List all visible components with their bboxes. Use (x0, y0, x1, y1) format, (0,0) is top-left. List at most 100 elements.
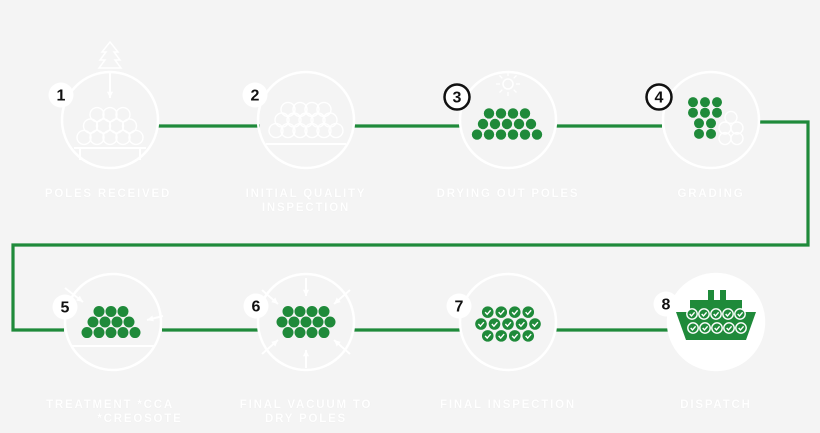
pole-end (76, 129, 92, 146)
pole-end (712, 107, 722, 118)
pole-end (481, 306, 494, 318)
check-mark (525, 309, 532, 316)
step-8-label: DISPATCH (626, 398, 806, 412)
pole-end (115, 106, 131, 123)
pole-end (688, 107, 698, 118)
step-1-badge: 1 (48, 82, 74, 108)
check-mark (690, 325, 697, 332)
pole-end (507, 108, 519, 119)
green-logs-graded-icon (688, 97, 744, 146)
check-mark (484, 309, 492, 316)
pole-end (475, 318, 487, 330)
pole-end (711, 322, 723, 334)
sun-ray (499, 75, 503, 79)
pole-end (312, 316, 324, 328)
pole-end (694, 128, 704, 139)
step-7-label: FINAL INSPECTION (418, 398, 598, 412)
pole-end (495, 108, 507, 119)
check-mark (714, 325, 721, 332)
pole-end (722, 308, 734, 320)
pole-end (280, 122, 296, 139)
pole-end (706, 128, 716, 139)
pole-end (519, 129, 531, 140)
pole-end (698, 308, 710, 320)
vacuum-arrow-icon-head (334, 340, 341, 347)
pole-end (306, 327, 318, 339)
pole-end (489, 118, 501, 130)
ship-icon (676, 290, 756, 340)
step-1-number: 1 (57, 88, 66, 105)
step-4-label-line-1: GRADING (677, 188, 745, 200)
step-4-label: GRADING (621, 187, 801, 201)
step-circles (60, 70, 766, 372)
pole-end (89, 129, 105, 146)
pole-end (488, 318, 501, 330)
down-arrow-icon-head (106, 91, 114, 98)
step-3-label: DRYING OUT POLES (418, 187, 598, 201)
pole-end (108, 118, 125, 134)
step-3-badge: 3 (443, 83, 471, 111)
spray-arrow-icon-head (147, 315, 154, 322)
pole-end (105, 327, 117, 339)
spray-arrow-icon-head (76, 295, 83, 302)
pole-end (292, 122, 308, 139)
stacked-logs-outline-icon (266, 101, 346, 145)
pole-end (694, 118, 704, 129)
pole-end (87, 316, 99, 328)
step-2-number: 2 (251, 88, 260, 105)
sun-ray (513, 89, 517, 93)
step-8-number: 8 (662, 297, 671, 314)
step-7-label-line-1: FINAL INSPECTION (440, 399, 576, 411)
pole-end (300, 316, 312, 328)
step-8-badge: 8 (653, 291, 679, 317)
check-mark (689, 311, 696, 318)
pole-end (477, 118, 489, 130)
pole-end (495, 306, 508, 318)
step-1-label-line-1: POLES RECEIVED (44, 188, 172, 200)
check-mark (504, 321, 512, 328)
pole-end (129, 327, 141, 339)
pole-end (529, 318, 541, 330)
step-2-label-line-1: INITIAL QUALITY (245, 188, 367, 200)
vacuum-arrow-icon-head (334, 297, 341, 304)
pole-end (117, 327, 129, 339)
step-badge-circle (446, 293, 472, 319)
sun-ray (513, 75, 517, 79)
pole-end (288, 316, 300, 328)
pole-end (522, 330, 535, 342)
pole-end (102, 129, 118, 146)
check-mark (737, 311, 744, 318)
check-mark (511, 333, 519, 340)
step-badge-circle (645, 83, 673, 111)
step-5-label-line-2: *CREOSOTE (97, 413, 183, 425)
pole-end (730, 131, 744, 146)
pole-end (328, 122, 344, 139)
step-badge-circle (443, 83, 471, 111)
step-7-circle (458, 272, 558, 372)
pole-end (734, 308, 746, 320)
pole-end (282, 305, 294, 317)
pole-end (688, 97, 698, 108)
pole-end (318, 305, 330, 317)
step-badge-circle (52, 294, 78, 320)
check-mark (477, 321, 485, 328)
check-mark (484, 333, 492, 340)
check-mark (511, 309, 519, 316)
sun-ray (499, 89, 503, 93)
step-badge-circle (653, 291, 679, 317)
step-6-badge: 6 (243, 293, 269, 319)
pole-end (268, 122, 284, 139)
step-6-label-line-2: DRY POLES (264, 413, 348, 425)
step-4-badge: 4 (645, 83, 673, 111)
pole-end (294, 327, 306, 339)
step-6-label-line-1: FINAL VACUUM TO (239, 399, 373, 411)
step-icons (64, 40, 756, 368)
step-5-label: TREATMENT *CCA *CREOSOTE (20, 398, 200, 426)
pole-end (93, 305, 105, 317)
step-2-label-line-2: INSPECTION (261, 202, 351, 214)
pole-end (115, 129, 131, 146)
check-mark (531, 321, 539, 328)
pole-end (522, 306, 535, 318)
pole-end (495, 330, 508, 342)
pole-end (89, 106, 105, 123)
